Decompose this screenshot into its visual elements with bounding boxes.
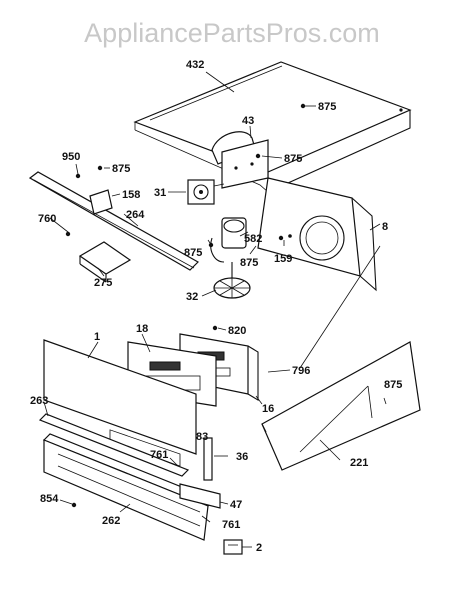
callout-159: 159	[274, 253, 292, 265]
callout-263: 263	[30, 395, 48, 407]
leader-lines	[43, 71, 387, 548]
callout-262: 262	[102, 515, 120, 527]
end-trim	[179, 483, 221, 509]
callout-18: 18	[136, 323, 148, 335]
rear-fan-housing-panel	[257, 177, 377, 292]
callout-83: 83	[196, 431, 208, 443]
callout-854: 854	[40, 493, 59, 505]
callout-36: 36	[236, 451, 248, 463]
callout-275: 275	[94, 277, 112, 289]
top-cover-panel	[133, 61, 412, 193]
callout-875-rail: 875	[112, 163, 130, 175]
callout-8: 8	[382, 221, 388, 233]
lock-switch	[203, 437, 213, 481]
clip	[223, 539, 243, 555]
callout-875-housing: 875	[240, 257, 258, 269]
blower-motor	[187, 179, 225, 205]
callout-432: 432	[186, 59, 204, 71]
callout-43: 43	[242, 115, 254, 127]
callout-796: 796	[292, 365, 310, 377]
callout-158: 158	[122, 189, 140, 201]
callout-582: 582	[244, 233, 262, 245]
side-panel	[261, 341, 421, 471]
callout-875-top: 875	[318, 101, 336, 113]
callout-761-upper: 761	[150, 449, 168, 461]
callout-875-side: 875	[384, 379, 402, 391]
callout-31: 31	[154, 187, 166, 199]
mounting-bracket	[211, 131, 269, 189]
watermark-text: AppliancePartsPros.com	[84, 18, 380, 48]
callout-labels: 432 875 43 875 950 875 158 31 8 760 264 …	[30, 59, 402, 554]
callout-1: 1	[94, 331, 100, 343]
callout-820: 820	[228, 325, 246, 337]
callout-47: 47	[230, 499, 242, 511]
rail-bracket	[89, 189, 113, 215]
callout-875-motor: 875	[184, 247, 202, 259]
callout-32: 32	[186, 291, 198, 303]
callout-16: 16	[262, 403, 274, 415]
callout-264: 264	[126, 209, 145, 221]
support-bracket	[78, 241, 132, 283]
callout-761-lower: 761	[222, 519, 240, 531]
lower-trim-strip	[38, 413, 190, 477]
callout-760: 760	[38, 213, 56, 225]
callout-221: 221	[350, 457, 368, 469]
callout-950: 950	[62, 151, 80, 163]
callout-875-bracket: 875	[284, 153, 302, 165]
callout-2: 2	[256, 542, 262, 554]
